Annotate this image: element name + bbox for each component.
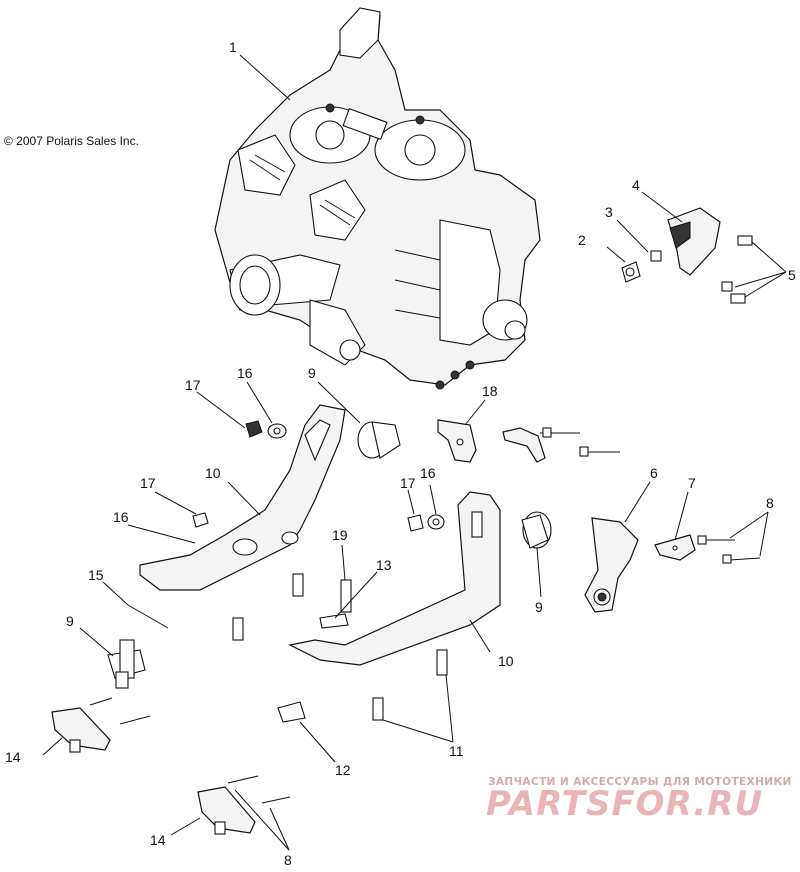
callout-7: 7 — [688, 475, 696, 491]
bolt-11-left-a — [292, 573, 304, 597]
callout-10-right: 10 — [498, 653, 514, 669]
callout-18: 18 — [482, 383, 498, 399]
spacer-13 — [319, 613, 349, 629]
isolator-9-upper — [357, 421, 401, 459]
callout-8-right: 8 — [766, 495, 774, 511]
bolts-5 — [721, 235, 753, 304]
shim-15 — [127, 604, 169, 629]
callout-16-middle: 16 — [420, 465, 436, 481]
callout-10-left: 10 — [205, 465, 221, 481]
callout-12: 12 — [335, 762, 351, 778]
isolator-9-right — [521, 511, 552, 549]
bracket-7 — [654, 534, 696, 561]
callout-4: 4 — [632, 177, 640, 193]
callout-9-left: 9 — [66, 613, 74, 629]
callout-15: 15 — [88, 567, 104, 583]
nut-2 — [621, 261, 641, 283]
bolts-8-right — [697, 535, 761, 564]
callout-2: 2 — [578, 232, 586, 248]
watermark-logo: PARTSFOR.RU — [486, 784, 764, 824]
mount-plate-10-left — [139, 404, 346, 591]
bracket-18 — [437, 419, 620, 463]
mount-bracket-4 — [667, 207, 721, 276]
bracket-14-bottom — [197, 786, 256, 835]
copyright-notice: © 2007 Polaris Sales Inc. — [4, 134, 139, 148]
isolator-9-lower — [107, 639, 146, 689]
callout-17-left: 17 — [140, 475, 156, 491]
spacer-3 — [650, 250, 662, 262]
bracket-14-left — [51, 707, 111, 753]
bolt-11-right-b — [372, 697, 384, 721]
washer-16-middle — [427, 514, 445, 530]
callout-13: 13 — [376, 557, 392, 573]
leader-lines — [42, 54, 787, 851]
bolts-8-left — [89, 697, 151, 725]
bolt-11-right-a — [436, 649, 448, 676]
callout-16-left: 16 — [113, 509, 129, 525]
callout-1: 1 — [229, 39, 237, 55]
callout-8-bottom: 8 — [284, 852, 292, 867]
callout-17-top: 17 — [185, 377, 201, 393]
callout-9-top: 9 — [308, 365, 316, 381]
callout-6: 6 — [650, 465, 658, 481]
bolt-11-left-b — [232, 617, 244, 641]
bolts-8-bottom — [227, 775, 291, 804]
callout-11: 11 — [449, 743, 464, 759]
callout-14-bottom: 14 — [150, 832, 166, 848]
callout-5: 5 — [788, 267, 796, 283]
nut-17-left — [192, 512, 209, 528]
nut-17-middle — [407, 514, 424, 532]
bushing-12 — [277, 701, 306, 723]
callout-3: 3 — [605, 204, 613, 220]
callout-labels: 1 2 3 4 5 17 16 9 18 10 17 16 15 9 14 17… — [5, 39, 796, 868]
engine-assembly — [214, 7, 541, 390]
callout-17-middle: 17 — [400, 475, 416, 491]
callout-19: 19 — [332, 527, 348, 543]
washer-16-upper — [267, 423, 287, 439]
watermark-tagline: ЗАПЧАСТИ И АКСЕССУАРЫ ДЛЯ МОТОТЕХНИКИ — [488, 776, 792, 788]
mount-plate-10-right — [288, 491, 501, 666]
callout-14-left: 14 — [5, 749, 21, 765]
callout-9-right: 9 — [535, 599, 543, 615]
nut-17-upper — [245, 420, 263, 438]
callout-16-top: 16 — [237, 365, 253, 381]
spacer-19 — [340, 579, 352, 613]
bracket-6 — [584, 517, 639, 613]
